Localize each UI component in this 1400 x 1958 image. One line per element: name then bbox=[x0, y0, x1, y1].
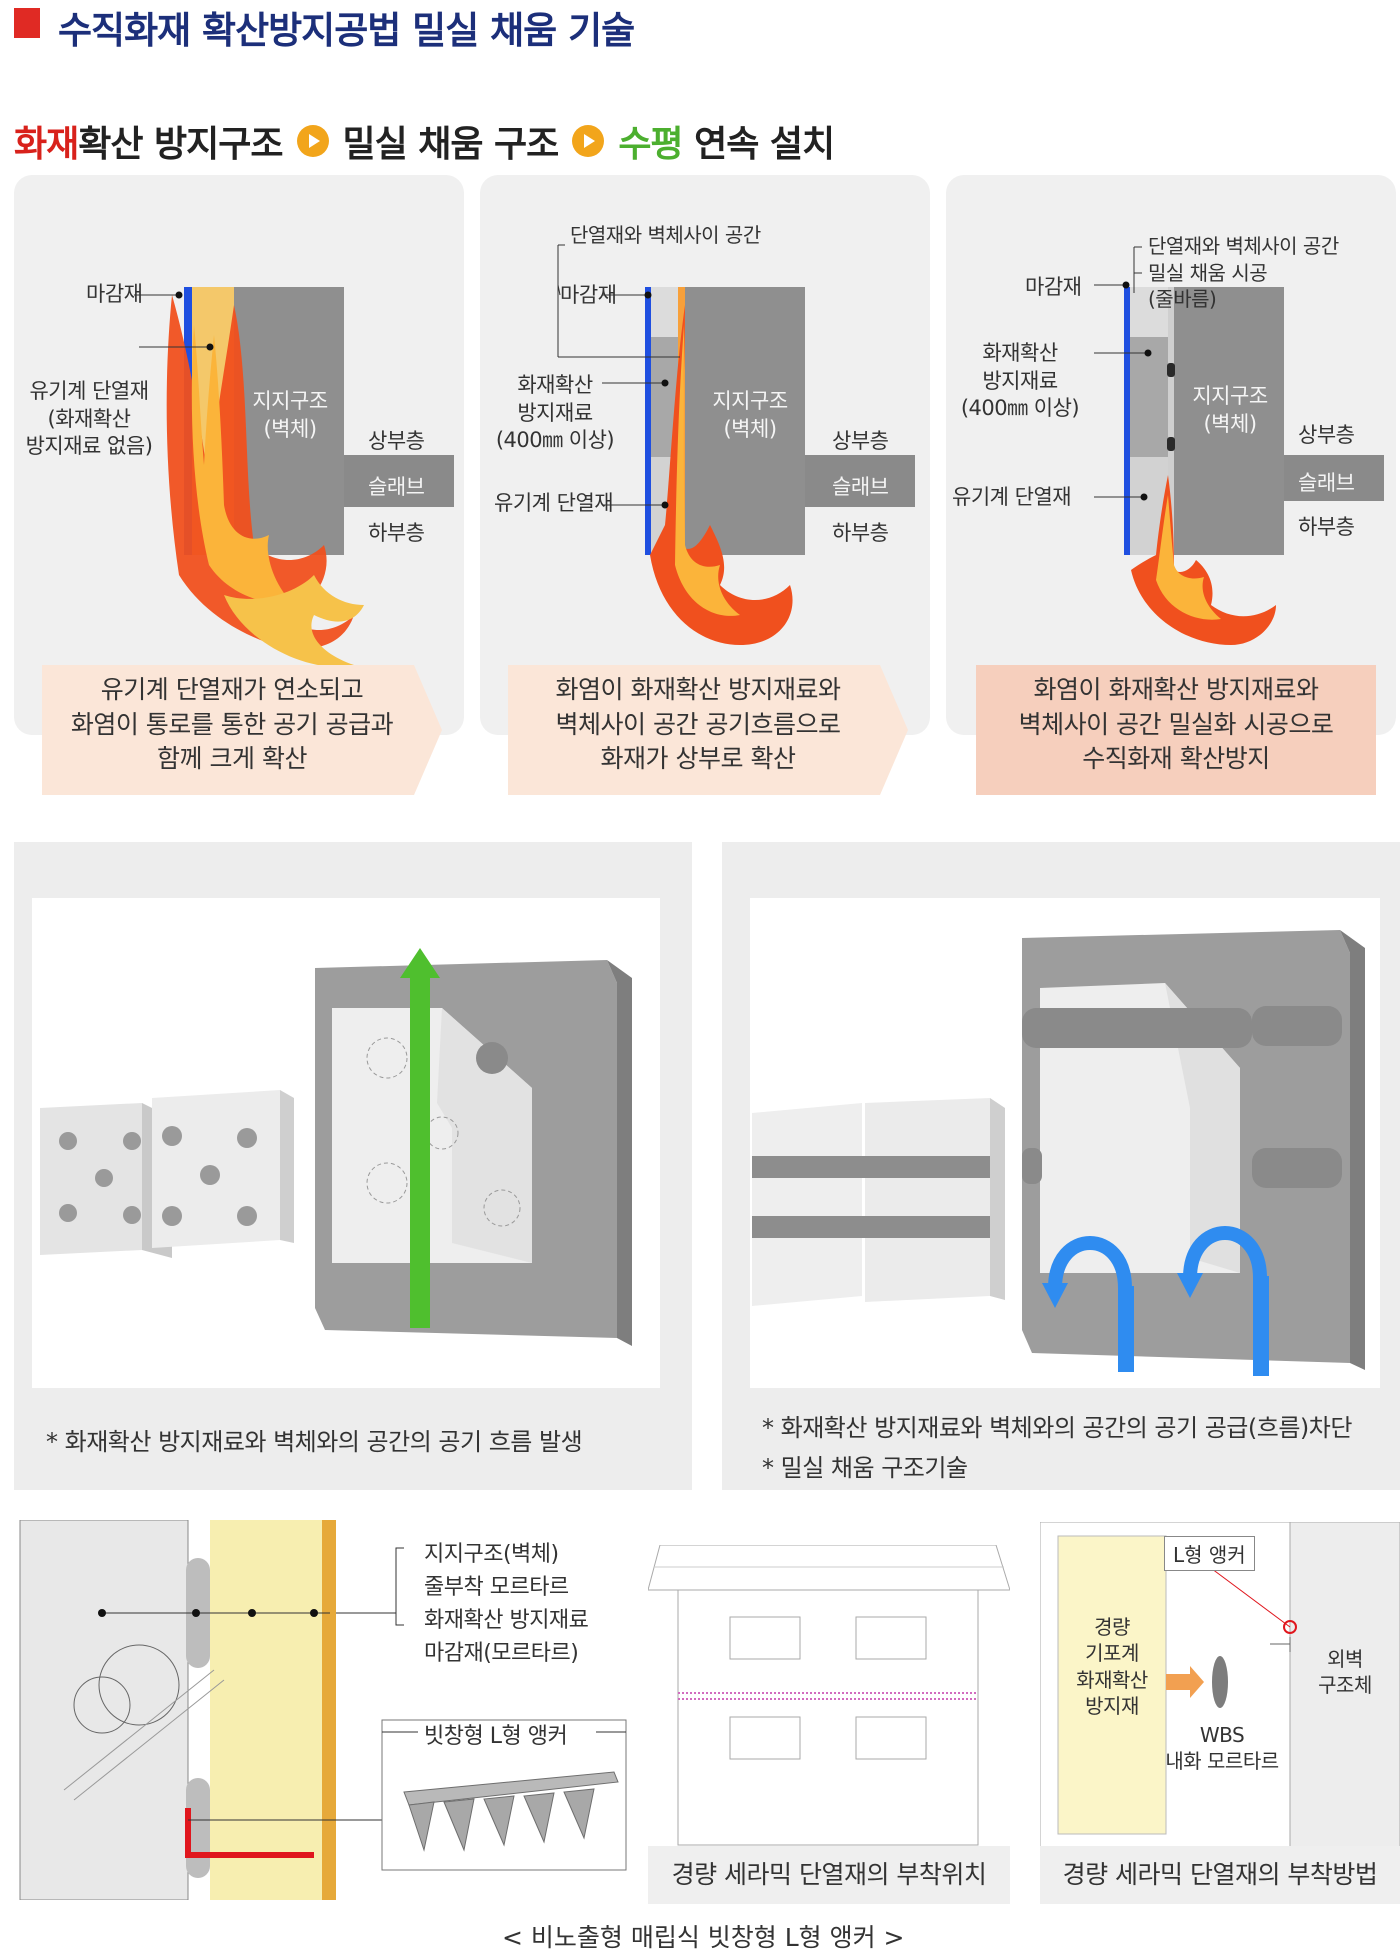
flame-core bbox=[191, 325, 294, 605]
label-barrier-board: 경량 기포계 화재확산 방지재 bbox=[1076, 1615, 1148, 1719]
label-finish: 마감재 bbox=[86, 282, 143, 306]
label-insulation: 유기계 단열재 (화재확산 방지재료 없음) bbox=[25, 379, 153, 459]
fill-strip bbox=[1252, 1006, 1342, 1046]
flame-core bbox=[1156, 495, 1221, 620]
callout-panel-3: 화염이 화재확산 방지재료와 벽체사이 공간 밀실화 시공으로 수직화재 확산방… bbox=[976, 665, 1376, 795]
process-flow: 화재확산 방지구조 밀실 채움 구조 수평 연속 설치 bbox=[14, 115, 835, 167]
label-slab: 슬래브 bbox=[1298, 471, 1355, 495]
label-gap: 단열재와 벽체사이 공간 bbox=[570, 223, 761, 247]
callout-panel-1: 유기계 단열재가 연소되고 화염이 통로를 통한 공기 공급과 함께 크게 확산 bbox=[42, 665, 442, 795]
label-support: 지지구조 (벽체) bbox=[1192, 384, 1268, 436]
airflow-illustration bbox=[40, 948, 632, 1346]
label-exterior-wall: 외벽 구조체 bbox=[1318, 1647, 1372, 1698]
label-insulation: 유기계 단열재 bbox=[952, 485, 1072, 509]
label-lower: 하부층 bbox=[1298, 515, 1355, 539]
attach-method-diagram bbox=[1040, 1522, 1400, 1852]
barrier-board bbox=[1057, 1535, 1167, 1835]
label-anchor: 빗창형 L형 앵커 bbox=[424, 1724, 568, 1749]
label-gap: 단열재와 벽체사이 공간 bbox=[1148, 234, 1339, 258]
label-fill: 밀실 채움 시공 (줄바름) bbox=[1148, 261, 1268, 312]
barrier-top bbox=[650, 287, 678, 337]
panel-1-diagram bbox=[134, 287, 454, 667]
building-elevation bbox=[648, 1545, 1010, 1846]
finish-layer bbox=[1124, 287, 1130, 555]
label-wbs: WBS 내화 모르타르 bbox=[1165, 1723, 1279, 1774]
support-wall bbox=[234, 287, 344, 555]
label-insulation: 유기계 단열재 bbox=[494, 491, 614, 515]
bottom-caption: < 비노출형 매립식 빗창형 L형 앵커 > bbox=[502, 1923, 905, 1952]
label-slab: 슬래브 bbox=[832, 475, 889, 499]
flow-step-2: 밀실 채움 구조 bbox=[342, 124, 560, 165]
fill-line bbox=[1168, 287, 1174, 555]
caption-attach-method: 경량 세라믹 단열재의 부착방법 bbox=[1040, 1846, 1400, 1904]
finish-mortar bbox=[322, 1520, 336, 1900]
l-anchor-plate bbox=[403, 1771, 619, 1806]
barrier-material bbox=[1128, 337, 1168, 457]
legend-support: 지지구조(벽체) bbox=[424, 1542, 559, 1567]
label-barrier: 화재확산 방지재료 (400㎜ 이상) bbox=[495, 373, 615, 453]
slab bbox=[805, 455, 915, 507]
slab bbox=[344, 455, 454, 507]
exterior-wall bbox=[1289, 1522, 1400, 1852]
panel-3-diagram bbox=[1094, 246, 1384, 645]
label-barrier: 화재확산 방지재료 (400㎜ 이상) bbox=[960, 341, 1080, 421]
fill-strip bbox=[1022, 1148, 1042, 1184]
support-wall bbox=[685, 287, 805, 555]
l-anchor bbox=[185, 1808, 314, 1858]
caption-attach-location: 경량 세라믹 단열재의 부착위치 bbox=[648, 1846, 1010, 1904]
label-slab: 슬래브 bbox=[368, 475, 425, 499]
fill-strip bbox=[1252, 1148, 1342, 1188]
anchor-section-diagram bbox=[19, 1520, 627, 1900]
mid-right-note-1: * 화재확산 방지재료와 벽체와의 공간의 공기 공급(흐름)차단 bbox=[762, 1414, 1352, 1442]
fill-strip bbox=[752, 1216, 990, 1238]
label-support: 지지구조 (벽체) bbox=[712, 389, 788, 441]
label-l-anchor: L형 앵커 bbox=[1164, 1536, 1255, 1571]
fill-strip bbox=[752, 1156, 990, 1178]
legend-adhesive: 줄부착 모르타르 bbox=[424, 1575, 569, 1600]
support-wall bbox=[19, 1520, 189, 1900]
label-lower: 하부층 bbox=[368, 521, 425, 545]
flow-step-3: 수평 연속 설치 bbox=[618, 124, 835, 165]
support-wall bbox=[1174, 287, 1284, 555]
sealed-illustration bbox=[752, 930, 1365, 1376]
label-finish: 마감재 bbox=[560, 283, 617, 307]
flame-bottom bbox=[224, 575, 364, 667]
arrow-right-icon bbox=[1166, 1666, 1204, 1698]
panel-2-diagram bbox=[557, 244, 915, 645]
fill-strip bbox=[1022, 1008, 1252, 1048]
label-upper: 상부층 bbox=[368, 429, 425, 453]
mortar-dot bbox=[1167, 363, 1175, 377]
mortar-dot bbox=[1167, 437, 1175, 451]
mid-left-note: * 화재확산 방지재료와 벽체와의 공간의 공기 흐름 발생 bbox=[46, 1428, 583, 1456]
legend-finish: 마감재(모르타르) bbox=[424, 1641, 579, 1666]
arrow-right-icon bbox=[572, 125, 605, 157]
slab bbox=[1284, 455, 1384, 501]
page-title: 수직화재 확산방지공법 밀실 채움 기술 bbox=[58, 9, 635, 52]
legend-barrier: 화재확산 방지재료 bbox=[424, 1608, 589, 1633]
label-upper: 상부층 bbox=[1298, 423, 1355, 447]
header-accent-bar bbox=[14, 8, 40, 38]
barrier-material bbox=[210, 1520, 322, 1900]
label-lower: 하부층 bbox=[832, 521, 889, 545]
label-finish: 마감재 bbox=[1025, 275, 1082, 299]
barrier-top bbox=[1128, 287, 1168, 337]
label-upper: 상부층 bbox=[832, 429, 889, 453]
finish-layer bbox=[645, 287, 651, 555]
label-support: 지지구조 (벽체) bbox=[252, 389, 328, 441]
callout-panel-2: 화염이 화재확산 방지재료와 벽체사이 공간 공기흐름으로 화재가 상부로 확산 bbox=[508, 665, 908, 795]
mid-right-note-2: * 밀실 채움 구조기술 bbox=[762, 1454, 968, 1482]
wbs-mortar bbox=[1212, 1656, 1228, 1708]
flow-step-1: 화재확산 방지구조 bbox=[14, 124, 284, 165]
arrow-right-icon bbox=[296, 125, 329, 157]
